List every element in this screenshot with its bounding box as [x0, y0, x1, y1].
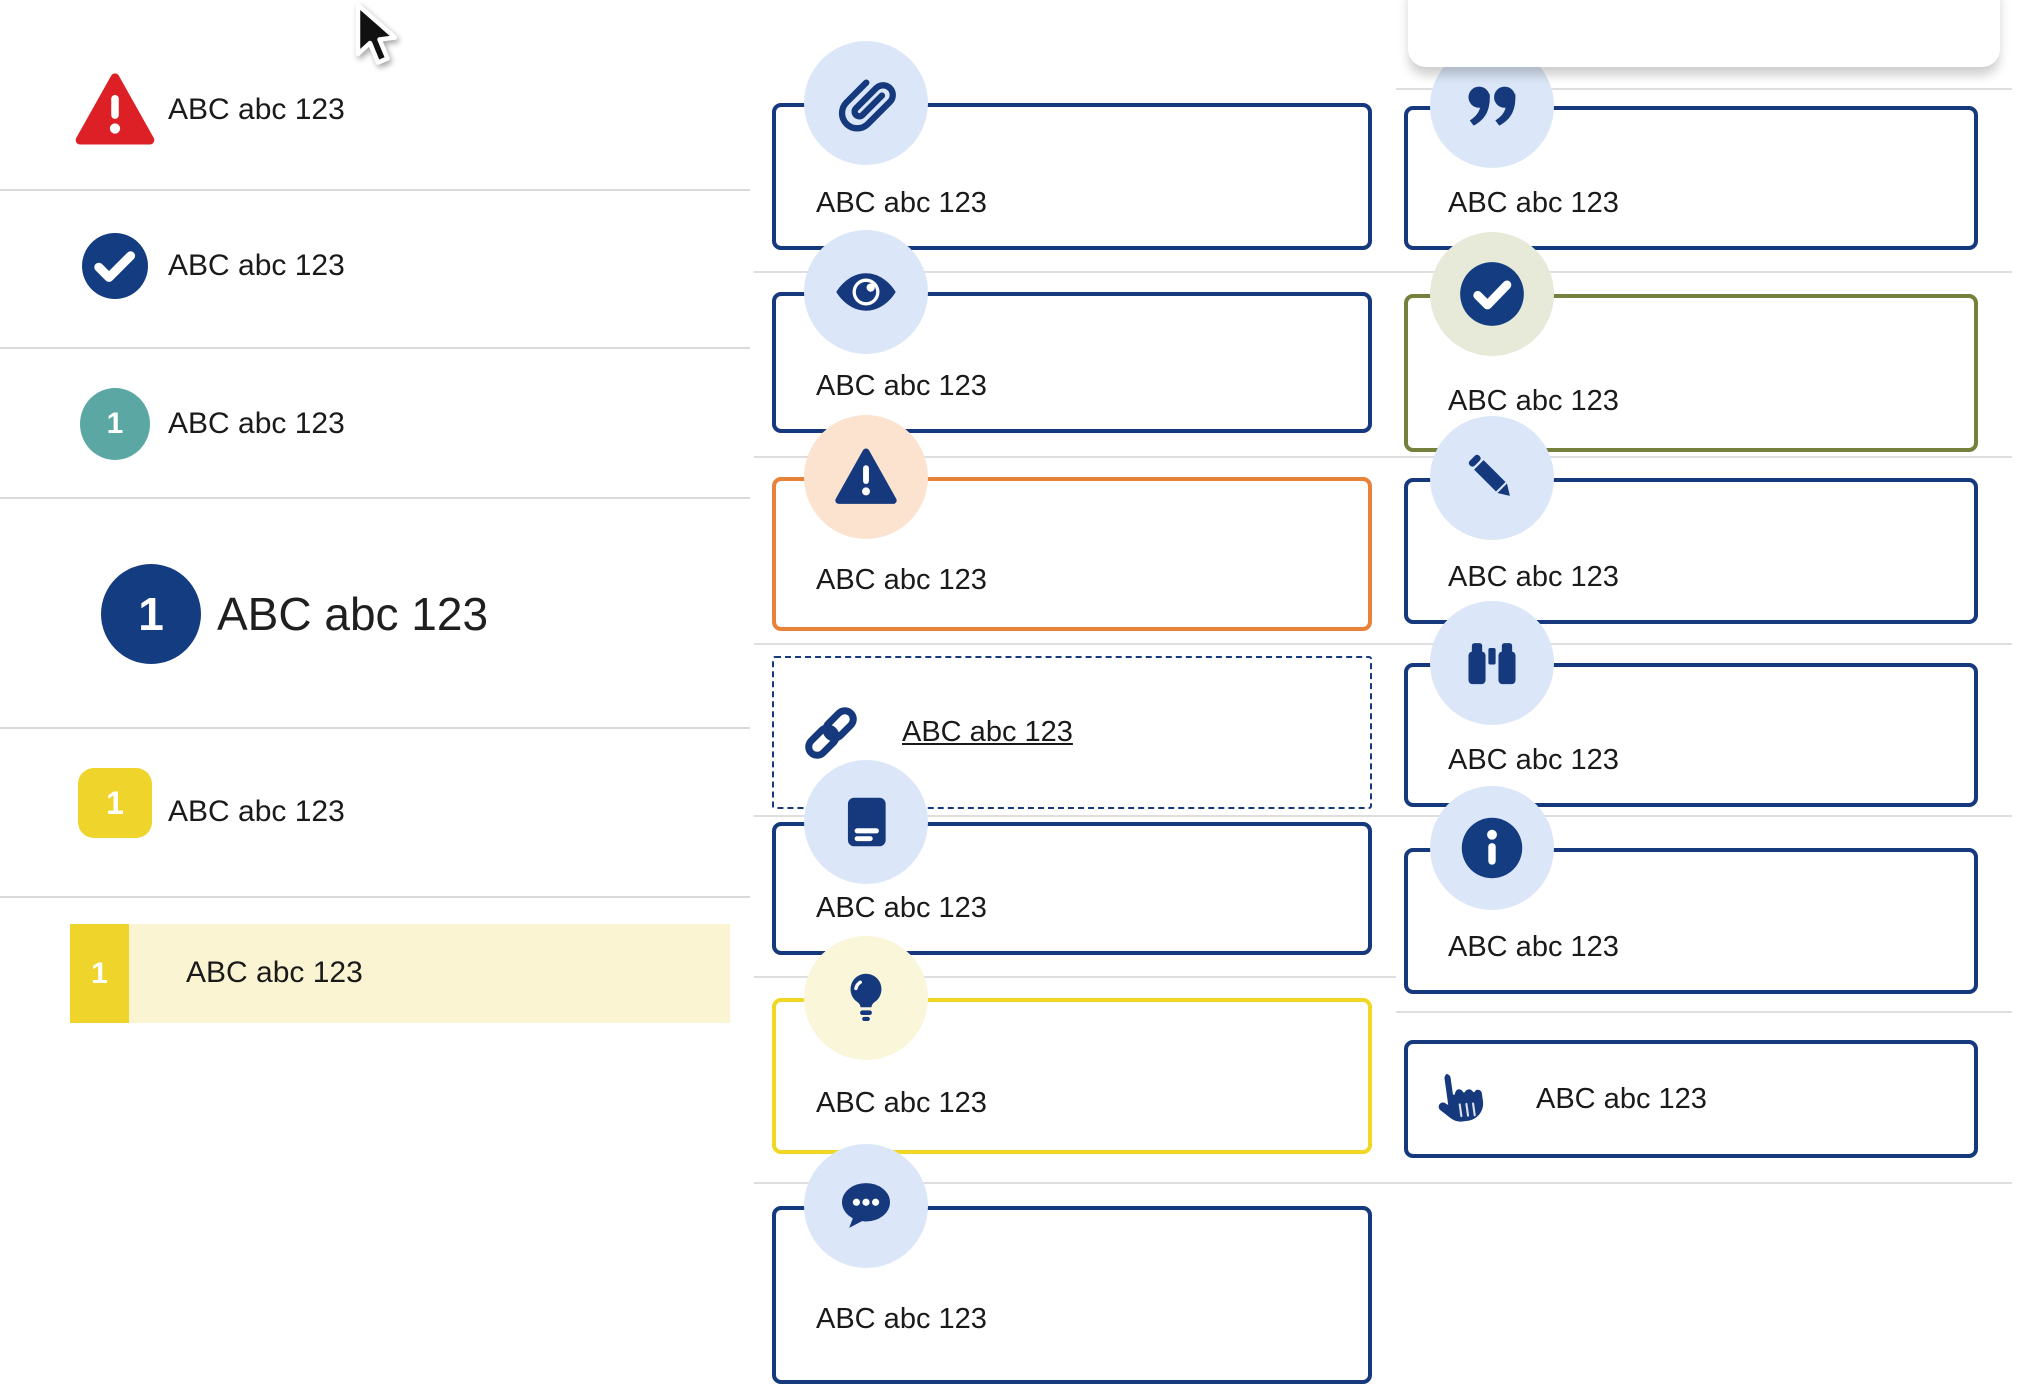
list-divider: [0, 347, 750, 349]
card-label: ABC abc 123: [1448, 187, 1619, 219]
lightbulb-icon: [804, 936, 928, 1060]
big-number-badge: 1: [101, 564, 201, 664]
card-label: ABC abc 123: [816, 370, 987, 402]
list-item-label[interactable]: ABC abc 123: [168, 249, 345, 282]
card-label: ABC abc 123: [816, 187, 987, 219]
card-label: ABC abc 123: [816, 1087, 987, 1119]
card-label: ABC abc 123: [1448, 931, 1619, 963]
row-divider: [754, 456, 2012, 458]
highlighted-row[interactable]: [70, 924, 730, 1023]
row-divider: [754, 976, 1396, 978]
book-icon: [804, 760, 928, 884]
row-divider: [1396, 88, 2012, 90]
list-item-label[interactable]: ABC abc 123: [168, 795, 345, 828]
hand-pointer-icon: [1424, 1063, 1488, 1135]
overlay-panel-edge: [1408, 0, 2000, 67]
pencil-icon: [1430, 416, 1554, 540]
row-divider: [1396, 1011, 2012, 1013]
card-label: ABC abc 123: [1448, 744, 1619, 776]
list-divider: [0, 497, 750, 499]
highlight-number-badge: 1: [70, 924, 129, 1023]
callout-card-action: ABC abc 123: [1404, 1040, 1978, 1158]
list-divider: [0, 189, 750, 191]
section-heading: ABC abc 123: [217, 588, 489, 640]
warning-triangle-icon: [74, 72, 156, 148]
eye-icon: [804, 230, 928, 354]
list-divider: [0, 896, 750, 898]
list-item-label[interactable]: ABC abc 123: [168, 93, 345, 126]
row-divider: [754, 271, 2012, 273]
check-circle-icon: [79, 230, 151, 302]
row-divider: [754, 1182, 2012, 1184]
list-item-label[interactable]: ABC abc 123: [168, 407, 345, 440]
card-label: ABC abc 123: [1448, 385, 1619, 417]
row-divider: [754, 643, 2012, 645]
card-label: ABC abc 123: [1536, 1082, 1707, 1115]
row-divider: [754, 815, 2012, 817]
list-divider: [0, 727, 750, 729]
speech-bubble-icon: [804, 1144, 928, 1268]
card-label: ABC abc 123: [1448, 561, 1619, 593]
check-badge-icon: [1430, 232, 1554, 356]
link-icon: [796, 698, 866, 768]
binoculars-icon: [1430, 601, 1554, 725]
card-label: ABC abc 123: [816, 564, 987, 596]
yellow-number-badge: 1: [78, 768, 152, 838]
callout-card-info: ABC abc 123: [1404, 848, 1978, 994]
card-label: ABC abc 123: [816, 892, 987, 924]
card-label: ABC abc 123: [816, 1303, 987, 1335]
paperclip-icon: [804, 41, 928, 165]
warning-triangle-icon: [804, 415, 928, 539]
mouse-cursor: [354, 2, 406, 74]
list-item-label[interactable]: ABC abc 123: [186, 956, 363, 989]
info-icon: [1430, 786, 1554, 910]
teal-number-badge: 1: [80, 388, 150, 460]
link-text[interactable]: ABC abc 123: [902, 716, 1073, 748]
